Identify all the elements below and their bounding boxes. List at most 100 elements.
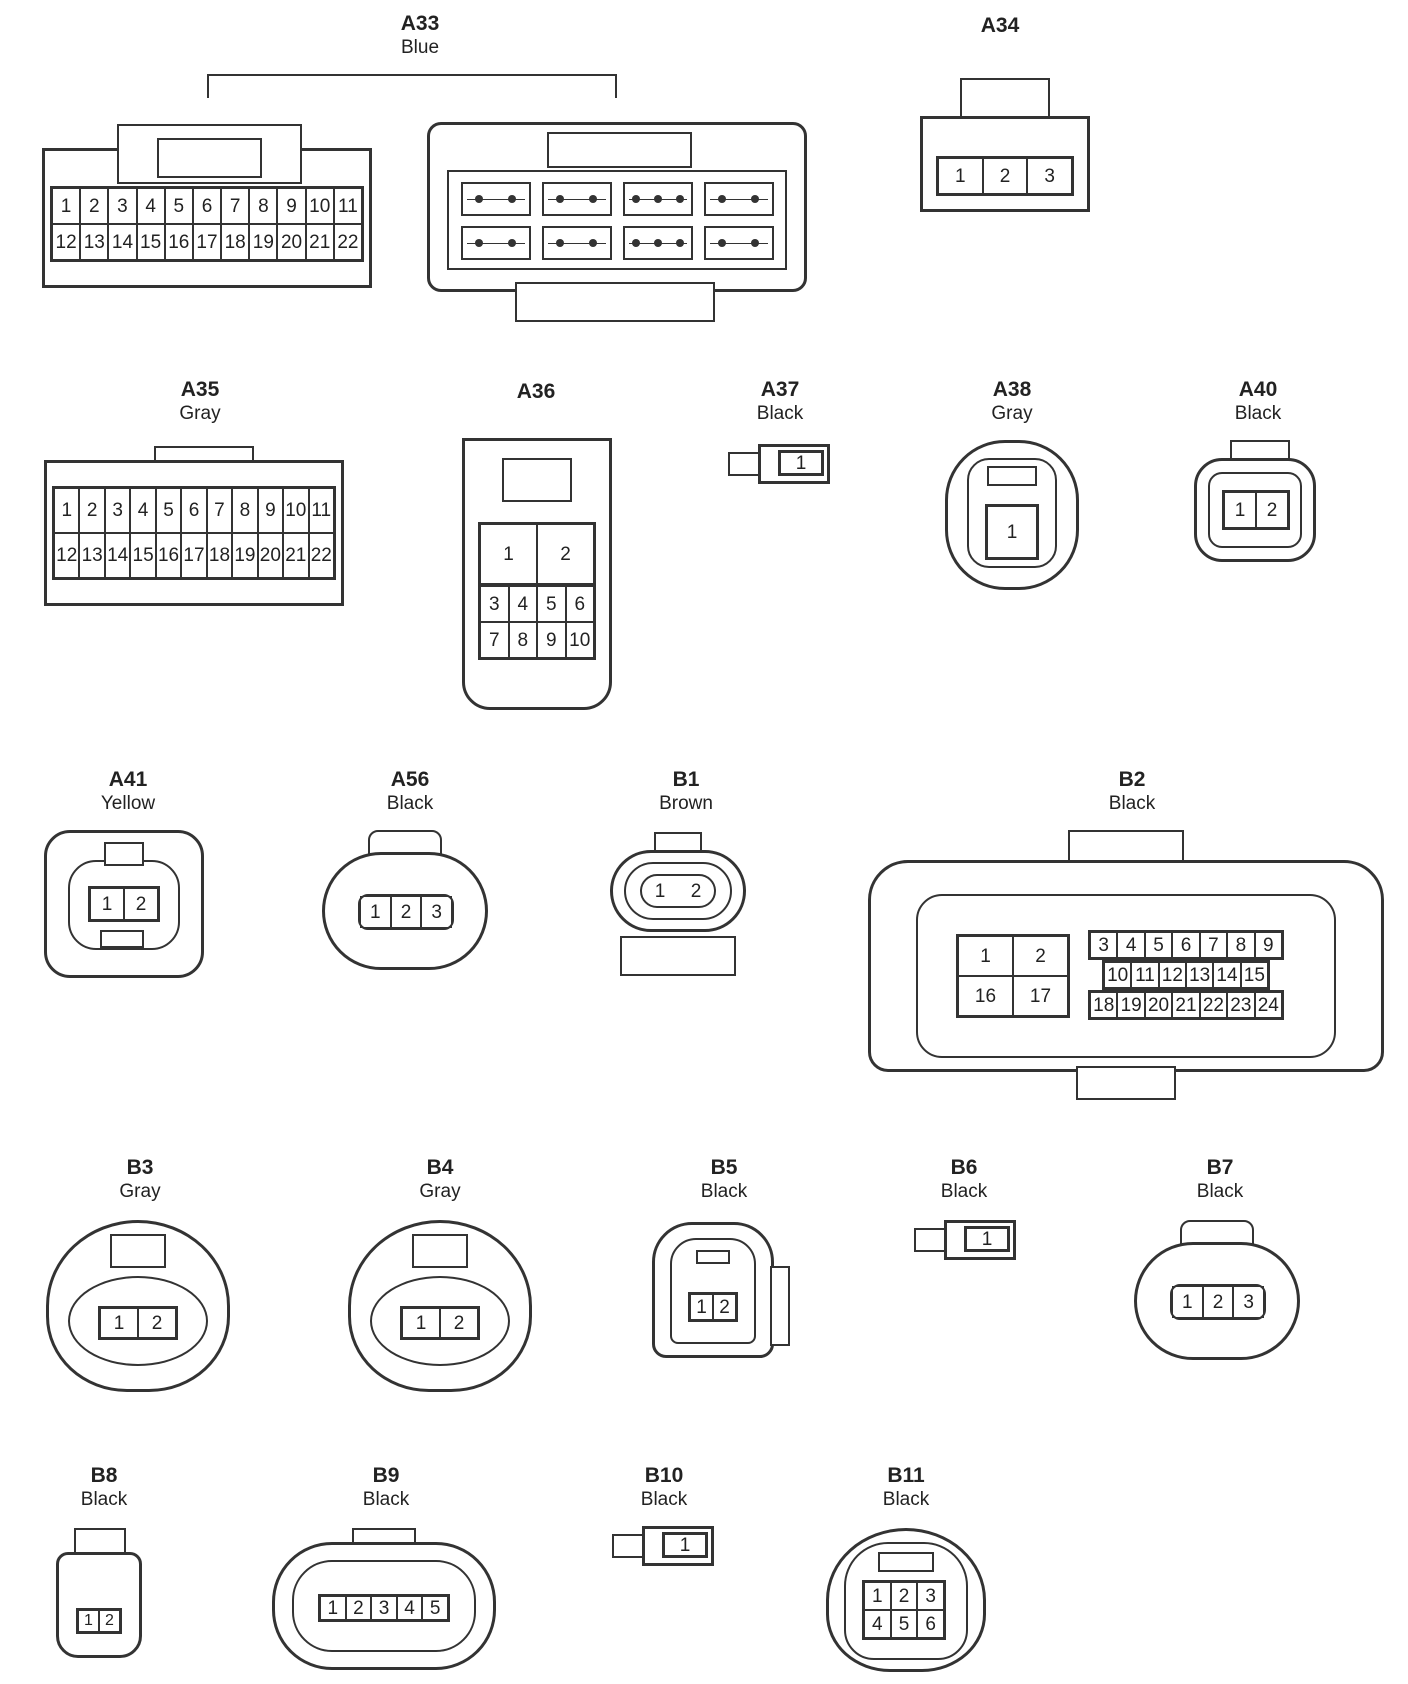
pin-grid: 1: [778, 450, 824, 476]
connector-label-a56: A56 Black: [350, 768, 470, 816]
connector-color: Black: [362, 1489, 410, 1510]
pin: 9: [257, 488, 284, 533]
connector-id: B6: [950, 1156, 978, 1179]
pin: 13: [1186, 962, 1214, 988]
connector-color: Black: [1196, 1181, 1244, 1202]
pin: 4: [508, 586, 537, 622]
pin: 1: [54, 488, 80, 533]
contact-group: [703, 182, 774, 216]
pin: 3: [371, 1596, 397, 1620]
connector-id: B10: [644, 1464, 684, 1487]
pin: 1: [966, 1228, 1008, 1250]
pin: 18: [221, 224, 250, 260]
pin: 7: [1199, 932, 1228, 958]
pin: 1: [402, 1308, 440, 1338]
pin: 1: [100, 1308, 138, 1338]
pin: 6: [565, 586, 594, 622]
pin: 8: [232, 488, 258, 533]
connector-a35: 1 2 3 4 5 6 7 8 9 10 11 12 13 14 15 16 1…: [44, 446, 344, 606]
pin-grid: 1: [985, 504, 1039, 560]
pin: 23: [1227, 992, 1255, 1018]
connector-id: A34: [980, 14, 1020, 37]
pin: 2: [890, 1582, 918, 1610]
pin-grid: 1 2: [688, 1292, 738, 1322]
pin-grid-row-3: 18 19 20 21 22 23 24: [1088, 990, 1284, 1020]
pin: 21: [305, 224, 334, 260]
pin: 10: [1104, 962, 1132, 988]
connector-id: B5: [710, 1156, 738, 1179]
pin: 3: [104, 488, 131, 533]
pin: 3: [421, 896, 452, 928]
pin: 1: [780, 452, 822, 474]
pin: 4: [136, 188, 165, 224]
latch: [612, 1534, 646, 1558]
pin: 7: [221, 188, 250, 224]
connector-label-a41: A41 Yellow: [68, 768, 188, 816]
connector-b5: 1 2: [652, 1222, 792, 1362]
connector-a38: 1: [945, 440, 1079, 600]
pin: 2: [99, 1610, 120, 1632]
connector-label-b5: B5 Black: [664, 1156, 784, 1204]
connector-a41: 1 2: [44, 830, 204, 980]
pin: 13: [79, 533, 105, 578]
connector-b10: 1: [612, 1526, 714, 1566]
pin: 22: [308, 533, 334, 578]
pin: 2: [690, 880, 702, 902]
pin: 3: [1090, 932, 1118, 958]
pin-grid: 1: [964, 1226, 1010, 1252]
connector-label-a38: A38 Gray: [952, 378, 1072, 426]
pin: 1: [78, 1610, 99, 1632]
pin: 17: [181, 533, 207, 578]
pin: 6: [192, 188, 222, 224]
pin: 18: [1090, 992, 1118, 1018]
pin: 2: [1256, 492, 1288, 528]
pin-grid: 1 2: [98, 1306, 178, 1340]
connector-label-b11: B11 Black: [846, 1464, 966, 1512]
contact-group: [541, 182, 612, 216]
pin-grid: 1: [662, 1532, 708, 1558]
contact-group: [541, 226, 612, 260]
a33-bracket: [207, 74, 617, 98]
connector-a33-left: 1 2 3 4 5 6 7 8 9 10 11 12 13 14 15 16 1…: [42, 118, 372, 288]
connector-color: Gray: [991, 403, 1033, 424]
latch: [110, 1234, 166, 1268]
connector-label-b3: B3 Gray: [80, 1156, 200, 1204]
pin: 15: [136, 224, 165, 260]
pin: 2: [345, 1596, 372, 1620]
connector-label-a35: A35 Gray: [140, 378, 260, 426]
pin: 2: [713, 1294, 736, 1320]
pin: 1: [987, 506, 1037, 558]
connector-id: A41: [108, 768, 148, 791]
pin-grid: 1 2: [640, 874, 716, 908]
pin: 24: [1254, 992, 1282, 1018]
connector-id: B1: [672, 768, 700, 791]
pin-grid: 1 2: [400, 1306, 480, 1340]
connector-b1: 1 2: [610, 832, 746, 982]
pin: 12: [52, 224, 81, 260]
connector-color: Gray: [419, 1181, 461, 1202]
pin: 6: [181, 488, 207, 533]
pin: 17: [1013, 976, 1068, 1016]
pin: 14: [1213, 962, 1241, 988]
pin: 19: [249, 224, 278, 260]
pin: 1: [480, 524, 537, 584]
connector-color: Black: [1108, 793, 1156, 814]
connector-id: A40: [1238, 378, 1278, 401]
pin-grid: 1 2 3: [358, 894, 454, 930]
connector-shell: [56, 1552, 142, 1658]
latch: [914, 1228, 948, 1252]
connector-b8: 1 2: [44, 1528, 154, 1662]
pin-grid: 1 2 3 4 5: [318, 1594, 450, 1622]
contact-row: [455, 182, 779, 216]
connector-id: A37: [760, 378, 800, 401]
pin: 8: [1227, 932, 1255, 958]
pin: 1: [360, 896, 391, 928]
latch: [100, 930, 144, 948]
connector-id: B9: [372, 1464, 400, 1487]
pin: 10: [565, 622, 594, 658]
connector-a56: 1 2 3: [322, 830, 488, 980]
pin: 16: [958, 976, 1013, 1016]
latch: [515, 282, 715, 322]
pin: 3: [1027, 158, 1072, 194]
connector-label-b10: B10 Black: [604, 1464, 724, 1512]
